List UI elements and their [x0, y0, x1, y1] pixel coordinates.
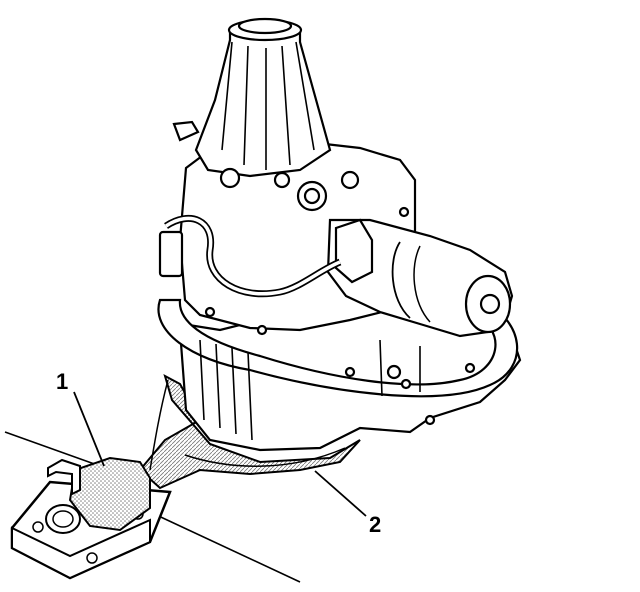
callout-2-label: 2 [369, 512, 381, 537]
transmission-jack [10, 456, 172, 580]
support-straps [4, 431, 301, 583]
callout-leaders [73, 391, 367, 517]
callout-2-leader [314, 470, 367, 517]
transfer-case-housing [157, 17, 522, 452]
callout-1-leader [73, 391, 105, 467]
callout-1-label: 1 [56, 369, 68, 394]
transmission-jack-adapter [138, 374, 361, 490]
